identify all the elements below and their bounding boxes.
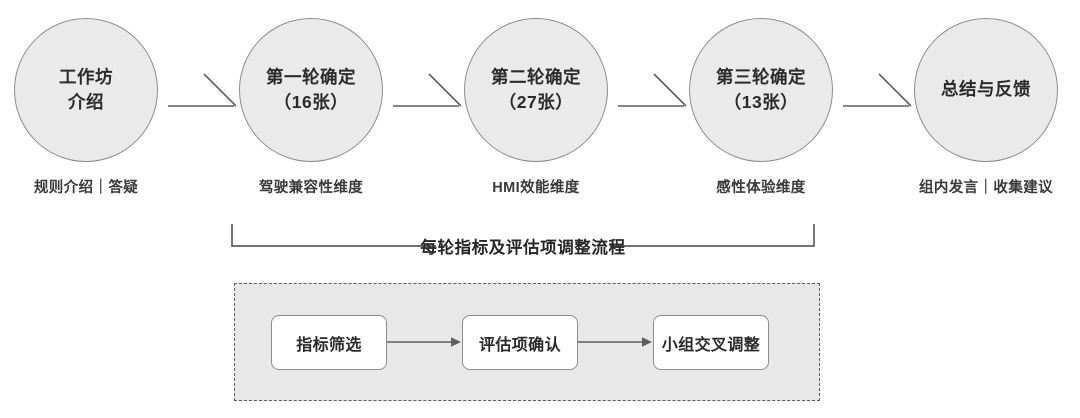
node-title-line1: 第一轮确定 (266, 66, 356, 87)
process-stage-row: 工作坊 介绍 第一轮确定 （16张） 第二轮确定 （27张） 第三轮确定 （13… (0, 18, 1080, 166)
node-caption-round-2: HMI效能维度 (492, 180, 580, 196)
subprocess-step-cross-group-adjustment[interactable]: 小组交叉调整 (653, 315, 769, 370)
node-title-line2: （16张） (273, 92, 349, 112)
arrow-step1-to-step2-icon (387, 334, 465, 350)
node-title-line1: 总结与反馈 (941, 79, 1031, 100)
process-node-round-3[interactable]: 第三轮确定 （13张） (689, 18, 833, 162)
node-caption-workshop-intro: 规则介绍｜答疑 (33, 180, 139, 196)
bracket-label: 每轮指标及评估项调整流程 (420, 239, 626, 257)
arrow-step2-to-step3-icon (578, 334, 656, 350)
node-caption-summary-feedback: 组内发言｜收集建议 (918, 180, 1054, 196)
node-title-line1: 第二轮确定 (491, 66, 581, 87)
subprocess-panel: 指标筛选 评估项确认 小组交叉调整 (234, 283, 820, 401)
process-node-round-2[interactable]: 第二轮确定 （27张） (464, 18, 608, 162)
process-node-summary-feedback[interactable]: 总结与反馈 (914, 18, 1058, 162)
process-node-workshop-intro[interactable]: 工作坊 介绍 (14, 18, 158, 162)
subprocess-step-metric-screening[interactable]: 指标筛选 (271, 315, 387, 370)
node-title-line2: 介绍 (68, 92, 104, 112)
node-title-line1: 工作坊 (59, 66, 113, 87)
node-caption-round-3: 感性体验维度 (716, 180, 806, 196)
node-title-line2: （27张） (498, 92, 574, 112)
node-title-line2: （13张） (723, 92, 799, 112)
node-caption-round-1: 驾驶兼容性维度 (258, 180, 364, 196)
grouping-bracket: 每轮指标及评估项调整流程 (228, 218, 818, 262)
subprocess-row: 指标筛选 评估项确认 小组交叉调整 (235, 284, 821, 402)
process-node-round-1[interactable]: 第一轮确定 （16张） (239, 18, 383, 162)
node-title-line1: 第三轮确定 (716, 66, 806, 87)
bracket-icon (231, 224, 815, 247)
subprocess-step-item-confirmation[interactable]: 评估项确认 (462, 315, 578, 370)
